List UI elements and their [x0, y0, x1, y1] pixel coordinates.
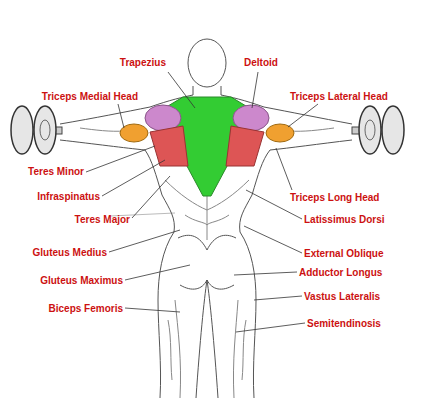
- leader-line: [125, 308, 180, 312]
- leader-line: [252, 72, 258, 108]
- muscle-label: Gluteus Medius: [33, 247, 107, 259]
- muscle-label: Teres Major: [75, 214, 130, 226]
- muscle-label: External Oblique: [304, 248, 383, 260]
- dumbbell-plate: [382, 106, 404, 154]
- body-outline: [60, 86, 352, 398]
- muscle-label: Teres Minor: [28, 166, 84, 178]
- muscle-label: Latissimus Dorsi: [304, 214, 385, 226]
- muscle-label: Trapezius: [120, 57, 166, 69]
- muscle-label: Triceps Lateral Head: [290, 91, 388, 103]
- leader-line: [288, 104, 318, 127]
- dumbbell-plate: [34, 106, 56, 154]
- dumbbell-plate: [11, 106, 33, 154]
- leader-line: [109, 230, 180, 252]
- leader-line: [254, 296, 302, 300]
- leader-line: [168, 72, 195, 108]
- muscle-label: Gluteus Maximus: [40, 275, 123, 287]
- head: [188, 39, 226, 87]
- leader-line: [276, 148, 292, 190]
- muscle-label: Triceps Medial Head: [42, 91, 138, 103]
- leader-line: [125, 265, 190, 280]
- dumbbell-plate: [40, 120, 50, 140]
- muscle-label: Biceps Femoris: [49, 303, 123, 315]
- muscle-label: Triceps Long Head: [290, 192, 379, 204]
- leader-line: [234, 272, 297, 275]
- muscle-label: Vastus Lateralis: [304, 291, 380, 303]
- leg-muscle-lines: [168, 300, 246, 398]
- muscle-label: Infraspinatus: [37, 191, 100, 203]
- dumbbell-plate: [365, 120, 375, 140]
- leader-line: [132, 176, 170, 218]
- leader-lines: [86, 72, 318, 332]
- triceps-muscle: [266, 124, 294, 142]
- leader-line: [86, 146, 155, 172]
- dumbbell-plate: [359, 106, 381, 154]
- muscle-label: Deltoid: [244, 57, 278, 69]
- right-dumbbell: [352, 106, 404, 154]
- left-lower-contour: [60, 140, 174, 398]
- leader-line: [236, 323, 305, 332]
- muscle-label: Adductor Longus: [299, 267, 382, 279]
- left-dumbbell: [11, 106, 62, 154]
- leader-line: [118, 104, 124, 128]
- inner-legs: [196, 280, 218, 398]
- muscle-label: Semitendinosis: [307, 318, 381, 330]
- gluteal-lines: [178, 235, 236, 289]
- leader-line: [244, 226, 302, 253]
- infraspinatus-muscle: [150, 126, 188, 166]
- leader-line: [102, 160, 165, 196]
- triceps-muscle: [120, 124, 148, 142]
- infraspinatus-muscle: [226, 126, 264, 166]
